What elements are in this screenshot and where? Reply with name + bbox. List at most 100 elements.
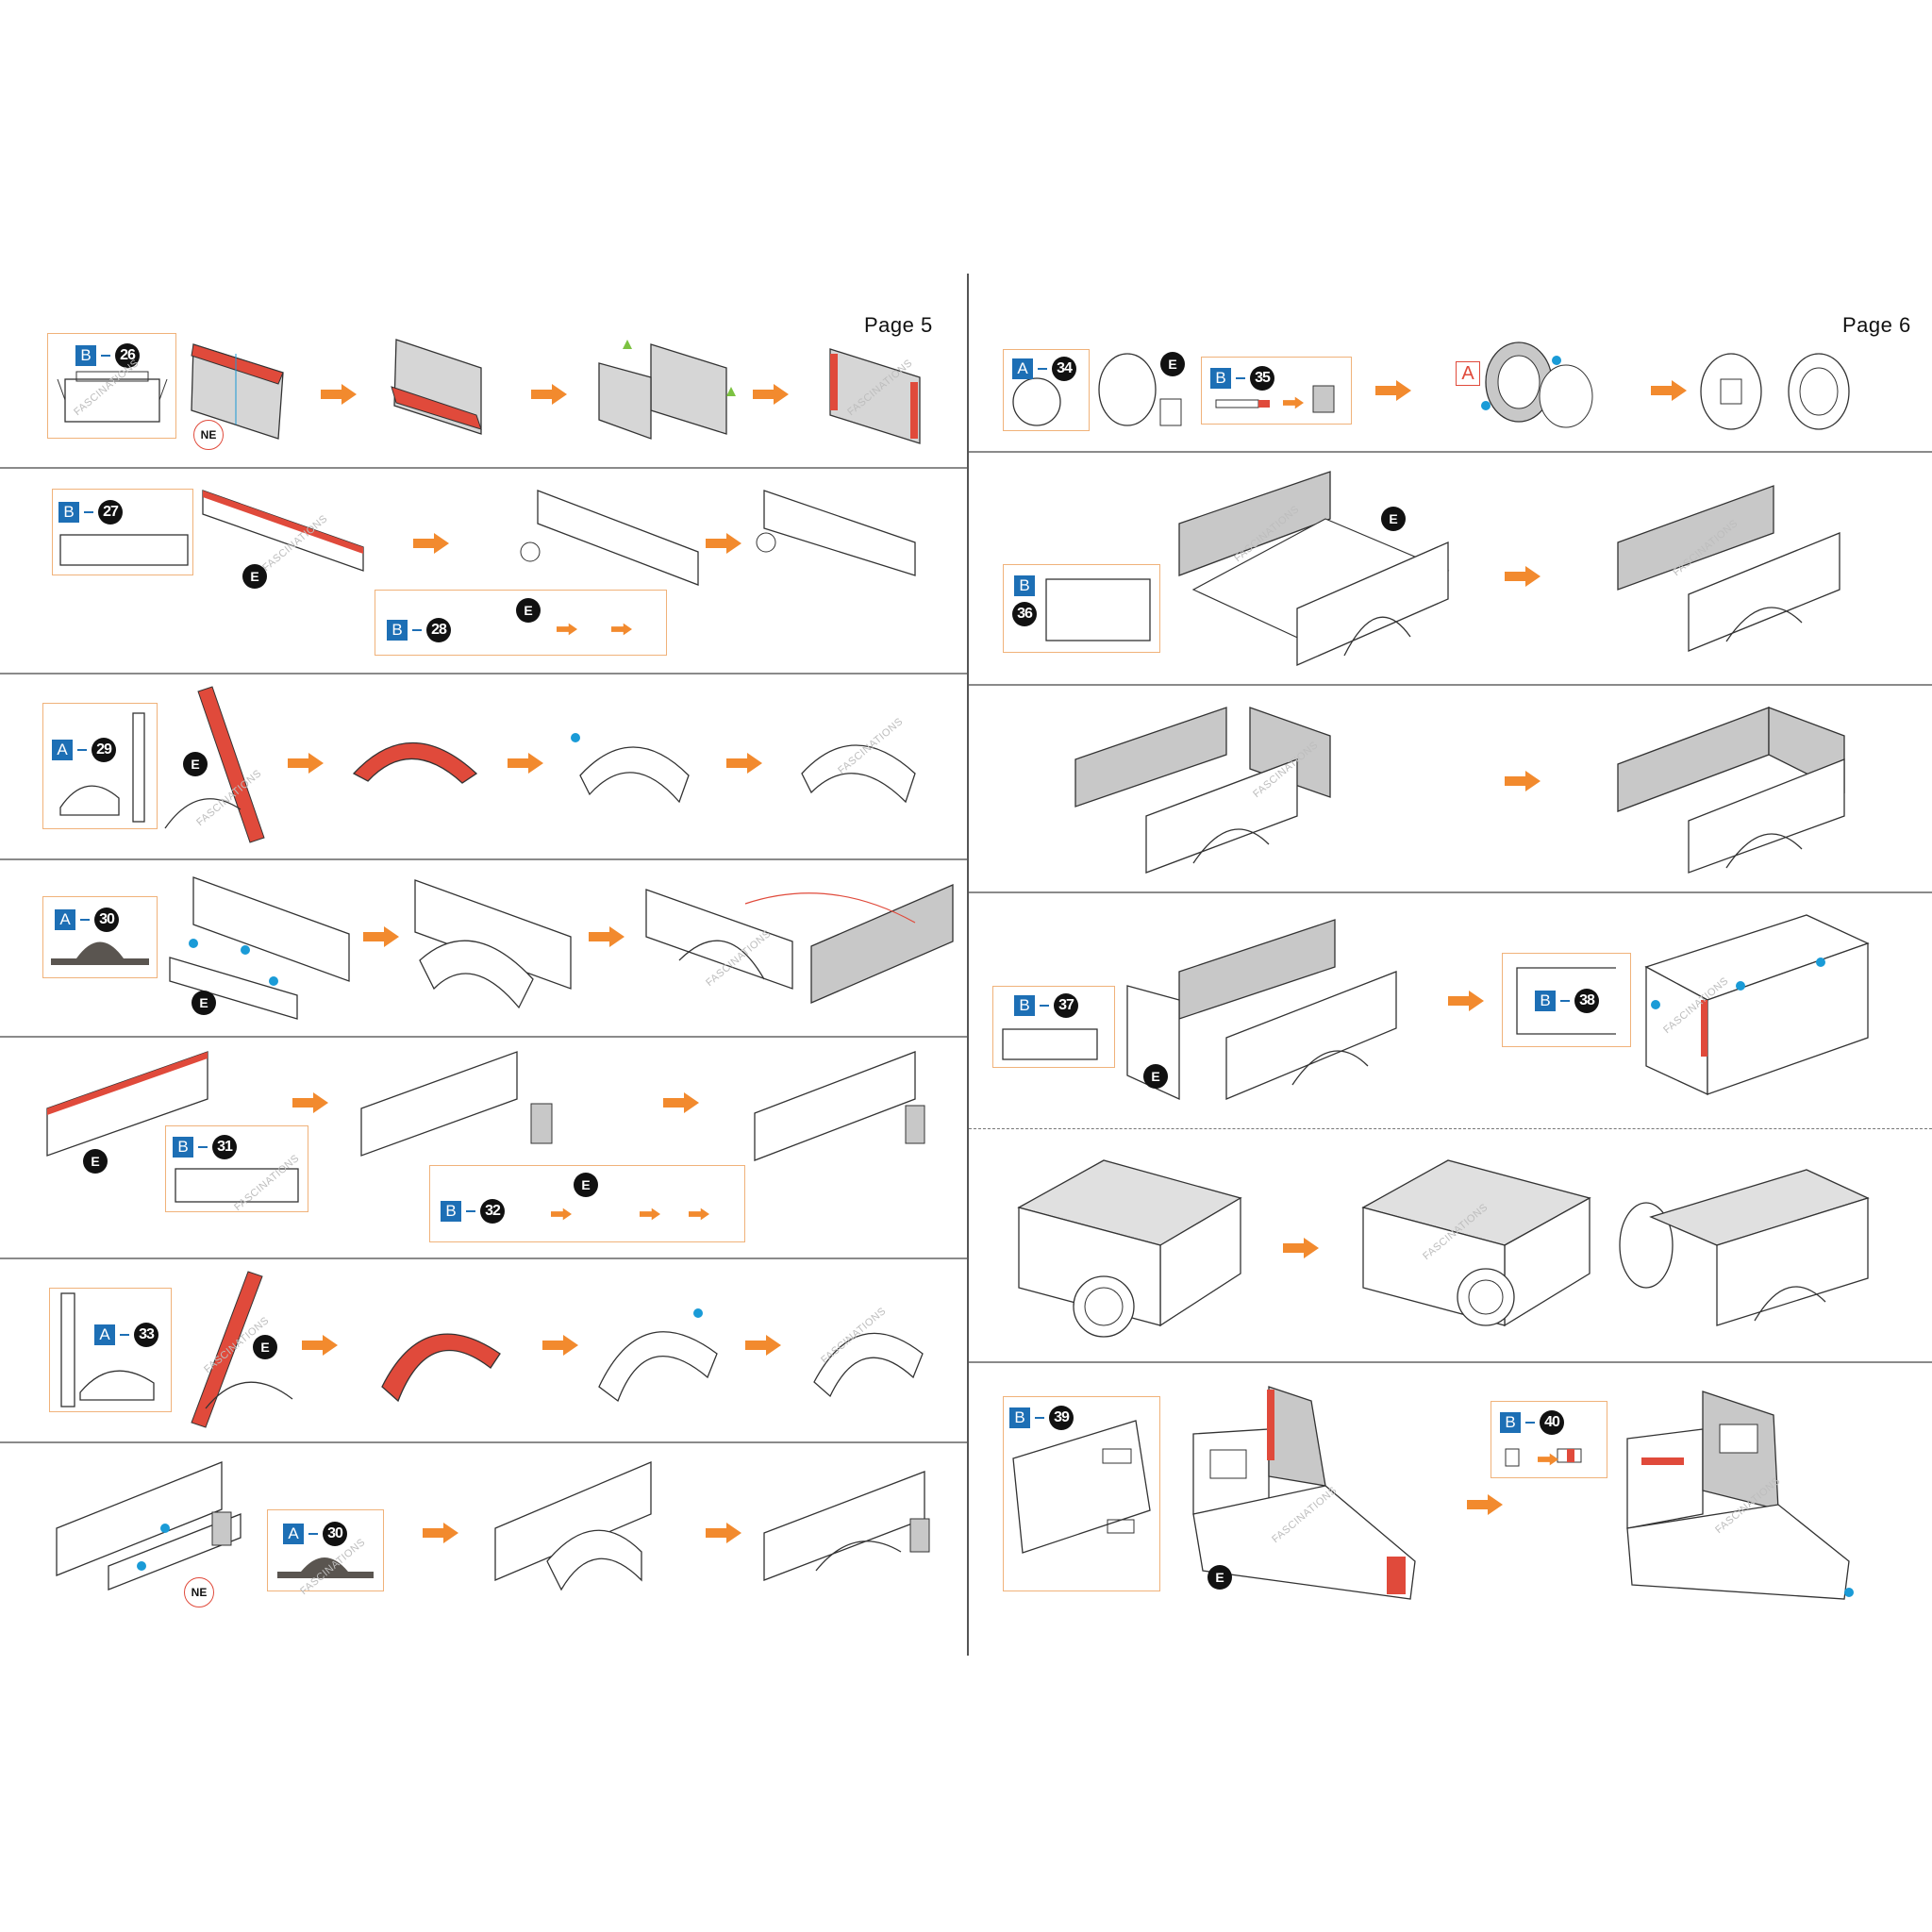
truck-bed-wheels-attach	[1017, 1159, 1242, 1338]
orange-right-arrow-icon	[1651, 380, 1687, 401]
part-outline	[59, 534, 189, 566]
orange-right-arrow-icon	[531, 384, 567, 405]
orange-right-arrow-icon	[611, 623, 632, 636]
sheet-letter: B	[1535, 991, 1556, 1011]
step-tag-32: B 32	[441, 1199, 505, 1224]
fender2-gluing	[191, 1271, 293, 1428]
fender2-step3	[598, 1308, 718, 1403]
side-fender-fold	[645, 884, 954, 1004]
step-number: 35	[1250, 366, 1274, 391]
part-sheet-frame	[49, 1288, 172, 1412]
fender-done	[801, 744, 916, 804]
fender2-step2	[381, 1333, 501, 1403]
sheet-letter: A	[55, 909, 75, 930]
box-panel-step4	[829, 348, 921, 444]
step-number: 30	[323, 1522, 347, 1546]
orange-right-arrow-icon	[557, 623, 577, 636]
orange-right-arrow-icon	[1505, 771, 1541, 791]
step-tag-28: B 28	[387, 618, 451, 642]
orange-right-arrow-icon	[1505, 566, 1541, 587]
e-badge: E	[192, 991, 216, 1015]
part-outline	[277, 1557, 374, 1578]
page-label-right: Page 6	[1842, 313, 1911, 337]
truck-bed-wheels-side	[1361, 1159, 1591, 1327]
truck-bed-floor-done	[1617, 485, 1840, 652]
step-number: 31	[212, 1135, 237, 1159]
step-tag-34: A 34	[1012, 357, 1076, 381]
e-badge: E	[574, 1173, 598, 1197]
row-separator	[0, 673, 967, 675]
truck-bed-walls-insert	[1074, 707, 1331, 874]
box-panel-step2	[391, 339, 482, 435]
step-tag-29: A 29	[52, 738, 116, 762]
ne-badge: NE	[184, 1577, 214, 1607]
e-badge: E	[516, 598, 541, 623]
sheet-letter: A	[52, 740, 73, 760]
side2-fender-attached	[494, 1461, 652, 1591]
part-outline	[57, 371, 168, 423]
sheet-letter: B	[1014, 575, 1035, 596]
sheet-letter: B	[387, 620, 408, 641]
orange-right-arrow-icon	[363, 926, 399, 947]
step-tag-30: A 30	[55, 908, 119, 932]
step-number: 40	[1540, 1410, 1564, 1435]
e-badge: E	[242, 564, 267, 589]
orange-right-arrow-icon	[302, 1335, 338, 1356]
step-number: 36	[1012, 602, 1037, 626]
fender2-done	[813, 1332, 924, 1398]
step-number: 30	[94, 908, 119, 932]
orange-right-arrow-icon	[423, 1523, 458, 1543]
part-outline	[175, 1168, 299, 1203]
wheel-disc-attach	[1098, 353, 1182, 426]
truck-bed-tailgate-insert	[1126, 919, 1397, 1101]
orange-right-arrow-icon	[1467, 1494, 1503, 1515]
orange-right-arrow-icon	[288, 753, 324, 774]
step-tag-36: B 36	[1012, 575, 1037, 626]
orange-right-arrow-icon	[726, 753, 762, 774]
step-tag-27: B 27	[58, 500, 123, 525]
e-badge: E	[183, 752, 208, 776]
wheel-assembly	[1481, 341, 1593, 428]
orange-right-arrow-icon	[640, 1208, 660, 1221]
orange-right-arrow-icon	[663, 1092, 699, 1113]
part-outline	[60, 1292, 155, 1407]
part-outline	[1002, 1028, 1098, 1060]
orange-right-arrow-icon	[542, 1335, 578, 1356]
truck-bed-walls-done	[1617, 707, 1845, 874]
row-separator-dashed	[969, 1128, 1932, 1129]
sheet-a-marker: A	[1456, 361, 1480, 386]
step-tag-33: A 33	[94, 1323, 158, 1347]
side2-done	[763, 1471, 930, 1581]
part-outline	[1012, 1420, 1151, 1554]
rear-panel-done	[754, 1051, 925, 1161]
step-number: 26	[115, 343, 140, 368]
sheet-letter: B	[75, 345, 96, 366]
orange-right-arrow-icon	[589, 926, 625, 947]
e-badge: E	[253, 1335, 277, 1359]
part-sheet-frame	[47, 333, 176, 439]
e-badge: E	[1160, 352, 1185, 376]
orange-right-arrow-icon	[753, 384, 789, 405]
side-panel-gluing	[202, 490, 364, 572]
orange-right-arrow-icon	[1375, 380, 1411, 401]
box-panel-folding	[191, 343, 284, 440]
row-separator	[969, 684, 1932, 686]
side-fender-insert	[169, 876, 350, 1020]
step-tag-38: B 38	[1535, 989, 1599, 1013]
step-number: 34	[1052, 357, 1076, 381]
step-number: 33	[134, 1323, 158, 1347]
step-tag-26: B 26	[75, 343, 140, 368]
step-number: 29	[92, 738, 116, 762]
ne-badge: NE	[193, 420, 224, 450]
sheet-letter: B	[1014, 995, 1035, 1016]
page-label-left: Page 5	[864, 313, 933, 337]
part-outline	[51, 941, 149, 965]
step-tag-39: B 39	[1009, 1406, 1074, 1430]
part-outline	[1505, 1448, 1582, 1467]
sheet-letter: B	[1500, 1412, 1521, 1433]
row-separator	[969, 1361, 1932, 1363]
part-outline	[1215, 385, 1335, 413]
part-outline	[59, 712, 145, 823]
row-separator	[0, 1036, 967, 1038]
rear-panel-attach	[360, 1051, 553, 1157]
